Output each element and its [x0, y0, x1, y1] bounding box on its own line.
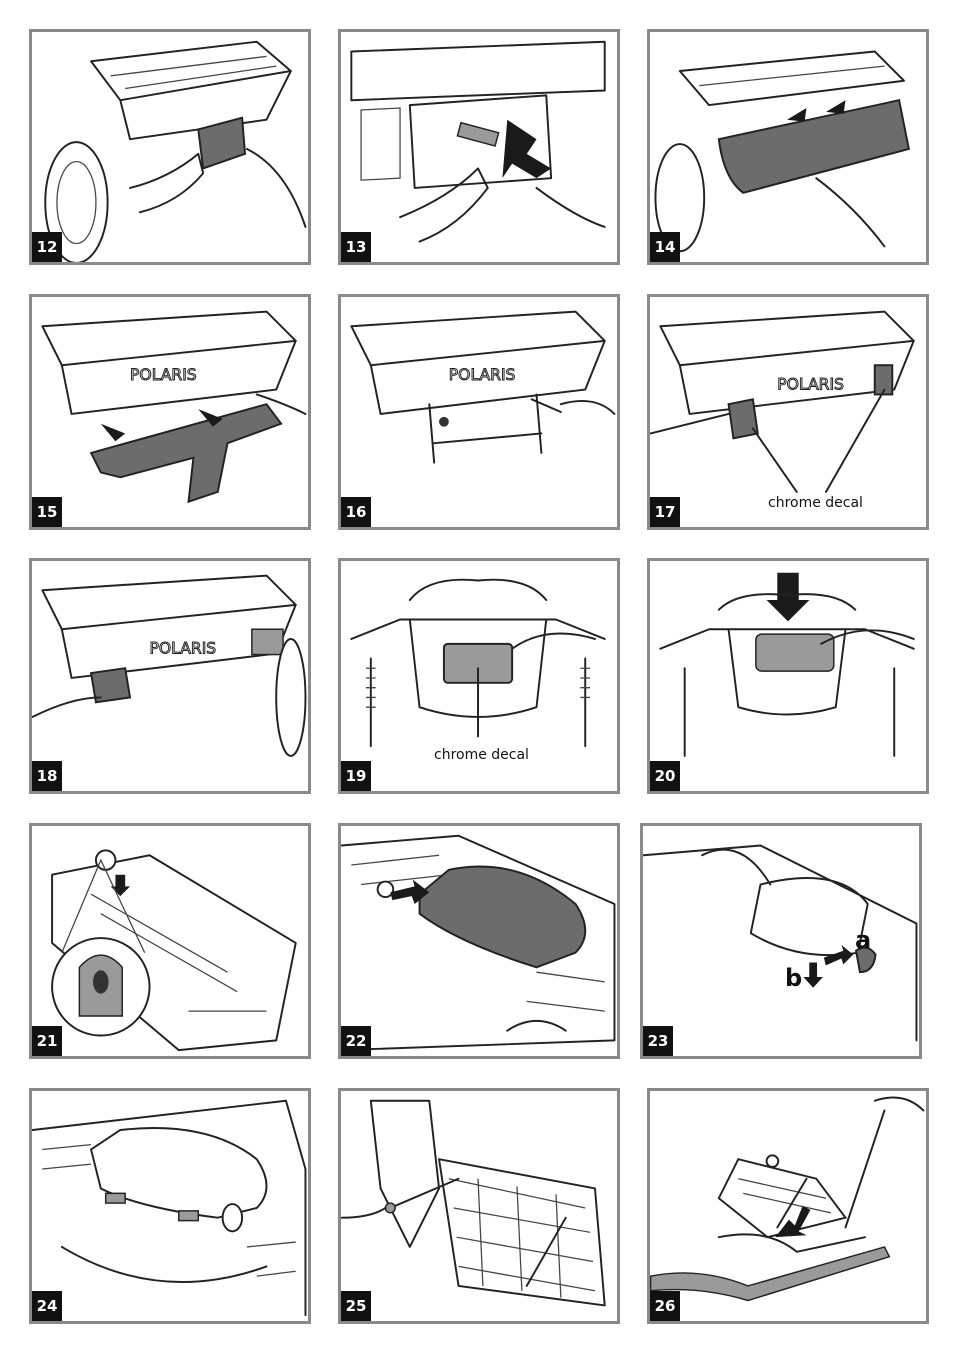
step-number: 26: [650, 1291, 680, 1321]
polaris-logo: POLARIS: [130, 366, 197, 384]
chrome-decal-right: [873, 364, 894, 396]
panel-step-20: 20: [647, 558, 929, 794]
step-number: 25: [341, 1291, 371, 1321]
illustration-20: [659, 572, 915, 757]
step-number: 12: [32, 232, 62, 262]
seat-cover-part: [418, 865, 587, 969]
illustration-23: [643, 844, 918, 1042]
step-number: 15: [32, 497, 62, 527]
step-number: 24: [32, 1291, 62, 1321]
bumper-frame: [89, 403, 283, 504]
polaris-logo: POLARIS: [777, 376, 844, 394]
panel-step-13: 13: [338, 29, 620, 265]
illustration-13: [350, 40, 606, 243]
chrome-decal-label: chrome decal: [768, 495, 863, 511]
panel-step-23: a b 23: [640, 823, 922, 1059]
panel-step-14: 14: [647, 29, 929, 265]
grille-left: [89, 667, 132, 704]
push-button-part: [854, 946, 877, 974]
step-number: 21: [32, 1026, 62, 1056]
step-number: 16: [341, 497, 371, 527]
front-bumper-part: [717, 99, 910, 194]
panel-step-19: chrome decal 19: [338, 558, 620, 794]
step-number: 17: [650, 497, 680, 527]
panel-step-26: 26: [647, 1088, 929, 1324]
panel-step-15: POLARIS 15: [29, 294, 311, 530]
seat-cover-installed: [89, 1127, 268, 1219]
polaris-logo: POLARIS: [150, 640, 217, 658]
illustration-25: [341, 1099, 606, 1307]
grille-right: [251, 628, 284, 656]
illustration-15: POLARIS: [41, 310, 307, 504]
step-number: 18: [32, 761, 62, 791]
chrome-decal-left: [727, 398, 759, 440]
step-number: 20: [650, 761, 680, 791]
grille-panel: [755, 633, 835, 672]
illustration-19: [350, 578, 606, 748]
chrome-decal-label: chrome decal: [434, 747, 529, 763]
panel-step-18: POLARIS 18: [29, 558, 311, 794]
step-number: 22: [341, 1026, 371, 1056]
illustration-17: POLARIS: [650, 310, 915, 493]
letter-b-label: b: [785, 964, 803, 992]
insert-arrow: [502, 119, 552, 179]
panel-step-12: 12: [29, 29, 311, 265]
illustration-18: POLARIS: [32, 574, 307, 757]
letter-a-label: a: [855, 926, 872, 954]
illustration-22: [341, 834, 616, 1052]
illustration-24: [32, 1099, 307, 1317]
illustration-14: [654, 50, 910, 253]
step-number: 13: [341, 232, 371, 262]
illustration-12: [44, 40, 307, 262]
panel-step-16: POLARIS 16: [338, 294, 620, 530]
step-number: 19: [341, 761, 371, 791]
panel-step-17: POLARIS chrome decal 17: [647, 294, 929, 530]
illustration-21: [51, 849, 297, 1052]
illustration-26: [650, 1096, 925, 1302]
illustration-16: POLARIS: [350, 310, 616, 464]
press-down-arrow: [766, 572, 810, 622]
polaris-logo: POLARIS: [449, 366, 516, 384]
panel-step-22: 22: [338, 823, 620, 1059]
step-number: 14: [650, 232, 680, 262]
panel-step-21: 21: [29, 823, 311, 1059]
panel-step-25: 25: [338, 1088, 620, 1324]
panel-step-24: 24: [29, 1088, 311, 1324]
step-number: 23: [643, 1026, 673, 1056]
